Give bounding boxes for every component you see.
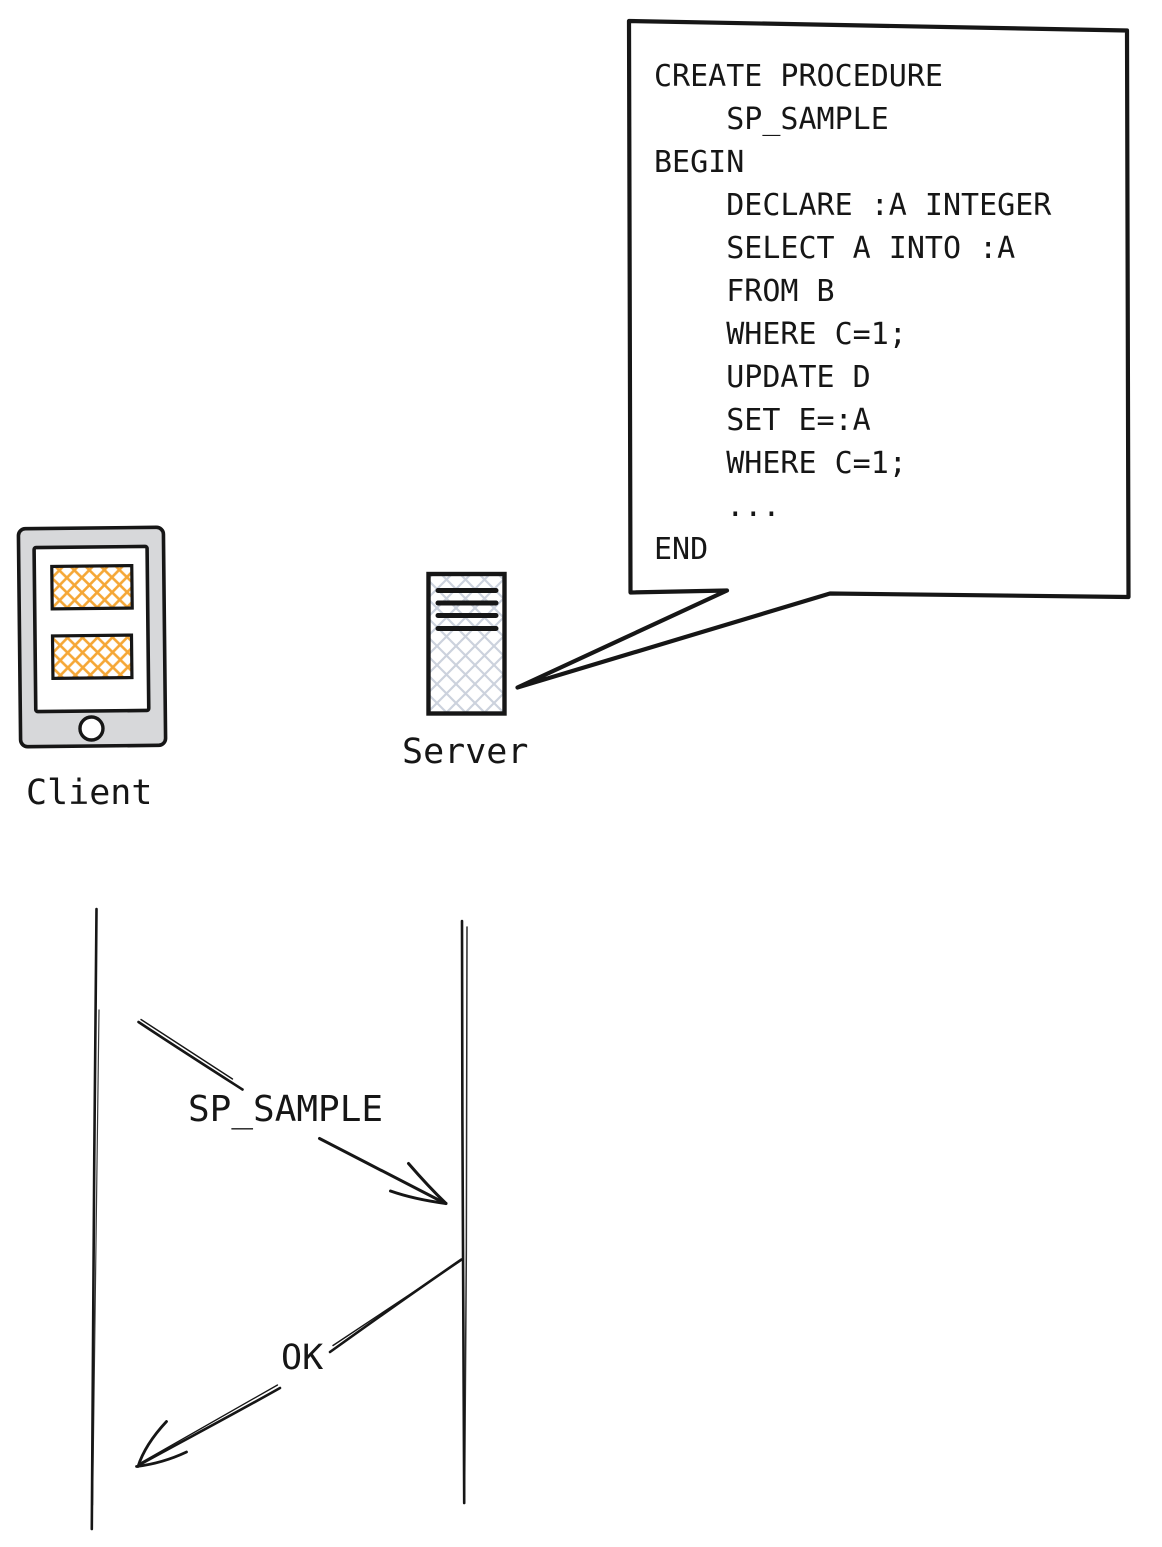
code-line: UPDATE D [654, 360, 871, 395]
arrowhead-icon [389, 1189, 448, 1205]
home-button [78, 715, 105, 742]
arrow-shaft-sketch [140, 1018, 234, 1080]
sp-sample-arrow [137, 1018, 448, 1205]
arrow-shaft-sketch [139, 1384, 279, 1464]
code-line: SP_SAMPLE [654, 102, 889, 137]
arrow-shaft [318, 1137, 446, 1205]
server-case [426, 571, 507, 716]
server-icon [426, 571, 507, 716]
sequence-diagram [90, 907, 468, 1531]
message-label-sp-sample: SP_SAMPLE [188, 1089, 384, 1130]
arrowhead-icon [136, 1420, 168, 1468]
server-vents [435, 588, 499, 631]
arrow-shaft-sketch [332, 1259, 462, 1347]
ok-arrow [135, 1258, 463, 1468]
code-line: WHERE C=1; [654, 446, 907, 481]
code-line: WHERE C=1; [654, 317, 907, 352]
client-device-icon [16, 525, 168, 749]
client-lifeline-sketch-stroke [92, 1009, 100, 1506]
screen-content-block [50, 563, 134, 611]
speech-bubble-outline [515, 18, 1131, 690]
server-lifeline [460, 919, 466, 1505]
server-node-label: Server [402, 732, 529, 772]
server-lifeline-sketch-stroke [463, 926, 468, 1498]
arrow-shaft [137, 1020, 244, 1091]
arrowhead-icon [135, 1450, 188, 1468]
code-line: DECLARE :A INTEGER [654, 188, 1052, 223]
code-line: ... [654, 489, 781, 524]
client-lifeline [90, 907, 98, 1531]
code-line: SELECT A INTO :A [654, 231, 1016, 266]
screen-content-block [50, 633, 134, 681]
code-line: SET E=:A [654, 403, 871, 438]
code-line: FROM B [654, 274, 835, 309]
arrow-shaft [138, 1386, 282, 1466]
code-line: BEGIN [654, 145, 745, 180]
speech-bubble [515, 18, 1131, 690]
client-node-label: Client [26, 773, 153, 813]
code-line: CREATE PROCEDURE [654, 59, 943, 94]
code-line: END [654, 532, 709, 567]
message-label-ok: OK [281, 1338, 324, 1378]
arrowhead-icon [407, 1162, 448, 1205]
stored-procedure-code: CREATE PROCEDURE SP_SAMPLE BEGIN DECLARE… [654, 55, 1124, 571]
